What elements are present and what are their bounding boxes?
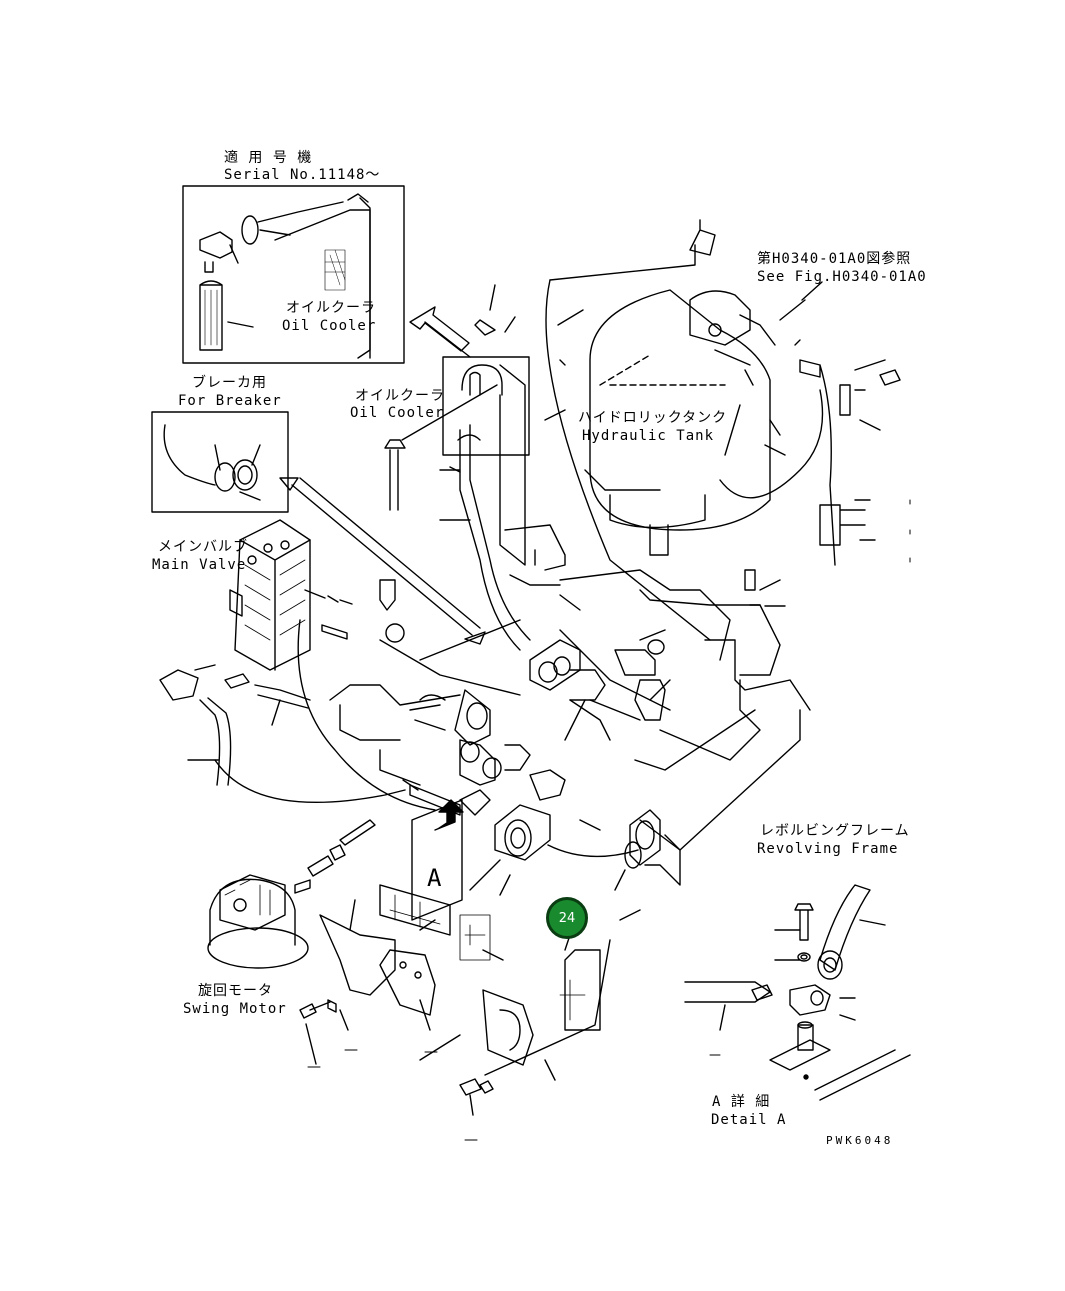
oil-cooler-label-jp: オイルクーラ — [355, 388, 445, 404]
view-a-marker: A — [427, 864, 443, 892]
drawing-code: PWK6048 — [826, 1134, 894, 1147]
serial-label-jp: 適 用 号 機 — [224, 150, 313, 166]
revolving-frame-label-jp: レボルビングフレーム — [760, 823, 910, 839]
detail-a-label-jp: A 詳 細 — [712, 1094, 771, 1110]
oil-cooler — [385, 357, 530, 650]
hydraulic-tank-label-en: Hydraulic Tank — [582, 428, 715, 444]
main-valve-label-jp: メインバルブ — [158, 539, 248, 555]
serial-label-en: Serial No.11148～ — [224, 167, 381, 183]
part-callout-24[interactable]: 24 — [546, 897, 588, 939]
swing-motor-label-en: Swing Motor — [183, 1001, 287, 1017]
inset-oil-cooler-serial — [183, 186, 404, 363]
breaker-label-en: For Breaker — [178, 393, 282, 409]
inset-oil-cooler-label-jp: オイルクーラ — [286, 300, 376, 316]
oil-cooler-label-en: Oil Cooler — [350, 405, 445, 421]
swing-motor-label-jp: 旋回モータ — [198, 983, 273, 999]
revolving-frame-label-en: Revolving Frame — [757, 841, 899, 857]
inset-oil-cooler-label-en: Oil Cooler — [282, 318, 377, 334]
detail-a — [685, 885, 910, 1100]
revolving-frame — [320, 525, 810, 1115]
reference-label-jp: 第H0340-01A0図参照 — [757, 251, 912, 267]
main-valve-label-en: Main Valve — [152, 557, 247, 573]
inset-for-breaker — [152, 412, 288, 512]
hydraulic-tank-label-jp: ハイドロリックタンク — [578, 410, 728, 426]
breaker-label-jp: ブレーカ用 — [192, 375, 267, 391]
left-hoses — [160, 620, 435, 876]
swing-motor — [208, 875, 310, 968]
main-valve — [230, 520, 352, 670]
hydraulic-tank — [546, 220, 900, 640]
reference-label-en: See Fig.H0340-01A0 — [757, 269, 927, 285]
detail-a-label-en: Detail A — [711, 1112, 787, 1128]
